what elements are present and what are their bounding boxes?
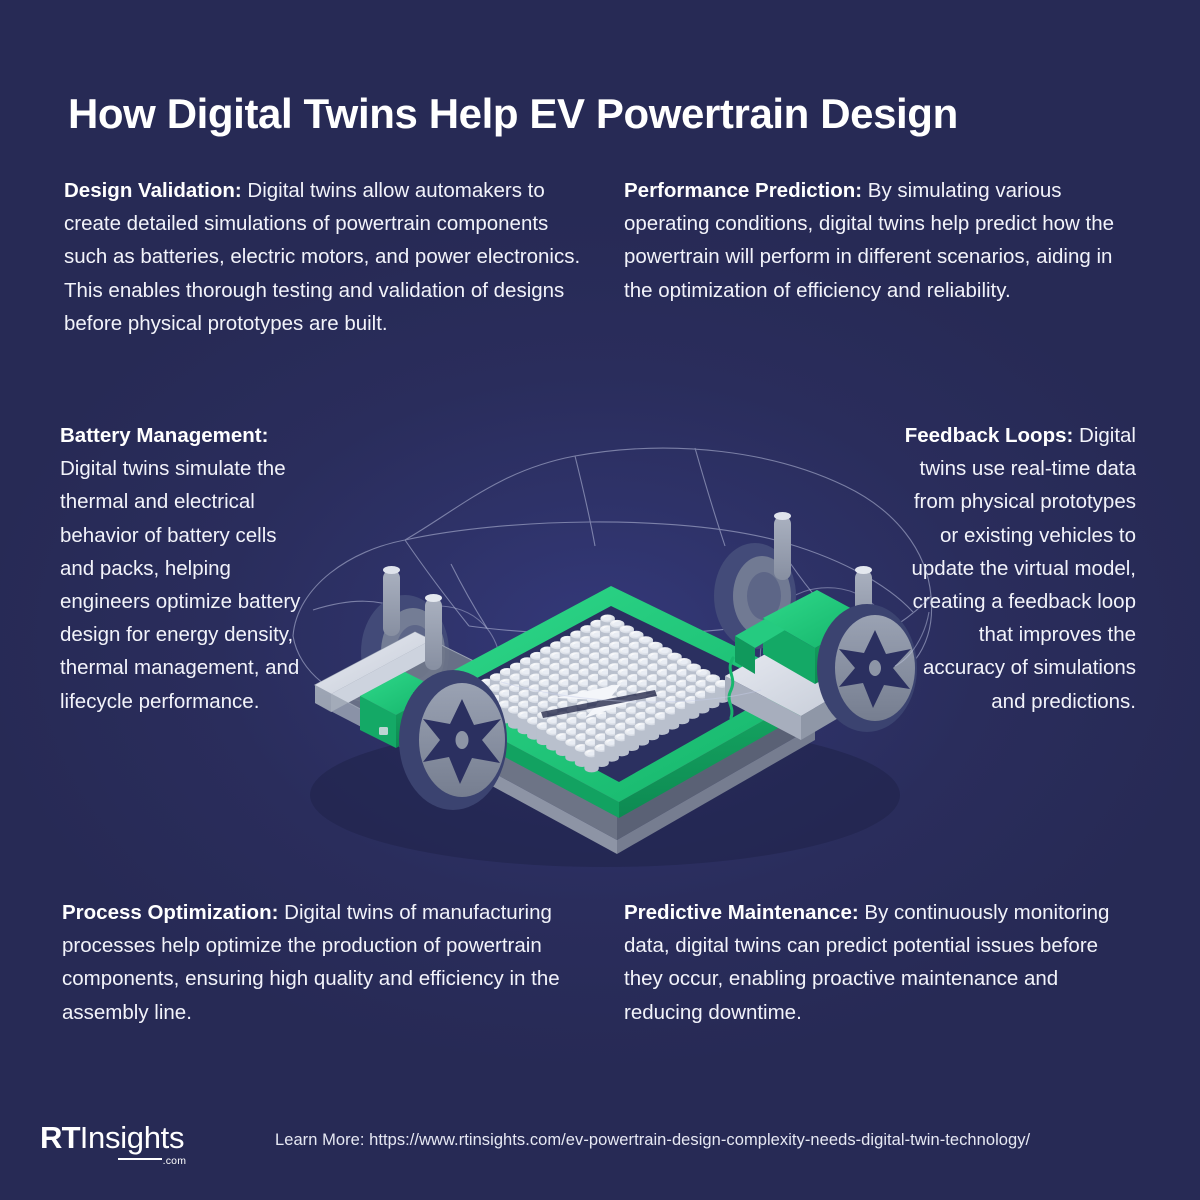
heading-feedback-loops: Feedback Loops: [904, 424, 1074, 447]
body-design-validation: Digital twins allow automakers to create… [64, 179, 581, 335]
learn-more-link[interactable]: Learn More: https://www.rtinsights.com/e… [275, 1131, 1031, 1149]
lightning-bolt-emblem [541, 684, 659, 718]
suspension-post-rear [425, 594, 442, 670]
text-block-battery-management: Battery Management: Digital twins simula… [60, 419, 310, 718]
suspension-front-right-far [774, 512, 791, 580]
body-process-optimization: Digital twins of manufacturing processes… [62, 901, 560, 1024]
suspension-rear-left [383, 566, 400, 636]
logo-text-rt: RT [40, 1120, 81, 1155]
heading-performance-prediction: Performance Prediction: [624, 179, 863, 202]
body-performance-prediction: By simulating various operating conditio… [624, 179, 1115, 302]
heading-process-optimization: Process Optimization: [62, 901, 279, 924]
ground-shadow [310, 723, 900, 867]
logo-underline [118, 1158, 163, 1160]
text-block-design-validation: Design Validation: Digital twins allow a… [64, 174, 584, 340]
battery-pack-housing [413, 586, 821, 854]
logo-text-com: .com [162, 1154, 187, 1167]
chassis-rear-subframe [313, 631, 502, 747]
body-feedback-loops: Digital twins use real-time data from ph… [911, 424, 1137, 713]
text-block-performance-prediction: Performance Prediction: By simulating va… [624, 174, 1136, 307]
heading-design-validation: Design Validation: [64, 179, 242, 202]
car-body-wireframe [292, 447, 933, 720]
wheel-rear-left [361, 595, 449, 709]
suspension-post-front [855, 566, 872, 640]
text-block-predictive-maintenance: Predictive Maintenance: By continuously … [624, 896, 1139, 1029]
rtinsights-logo[interactable]: RTInsights .com [40, 1122, 220, 1178]
ev-chassis-battery-pack-illustration [255, 400, 955, 870]
heading-predictive-maintenance: Predictive Maintenance: [624, 901, 859, 924]
page-title: How Digital Twins Help EV Powertrain Des… [68, 90, 958, 138]
inverter-module-rear [360, 672, 441, 748]
text-block-feedback-loops: Feedback Loops: Digital twins use real-t… [900, 419, 1136, 718]
wheel-rear-left-near [399, 670, 507, 810]
body-predictive-maintenance: By continuously monitoring data, digital… [624, 901, 1110, 1024]
logo-text-insights: Insights [79, 1120, 185, 1155]
car-body-wireframe-front [500, 611, 930, 703]
battery-cells-grid [469, 614, 730, 773]
body-battery-management: Digital twins simulate the thermal and e… [60, 457, 301, 713]
wheel-front-right-far [714, 543, 796, 649]
front-motor-assembly [725, 590, 869, 740]
heading-battery-management: Battery Management: [60, 424, 269, 447]
text-block-process-optimization: Process Optimization: Digital twins of m… [62, 896, 562, 1029]
wheel-arch-wireframe [365, 587, 896, 691]
